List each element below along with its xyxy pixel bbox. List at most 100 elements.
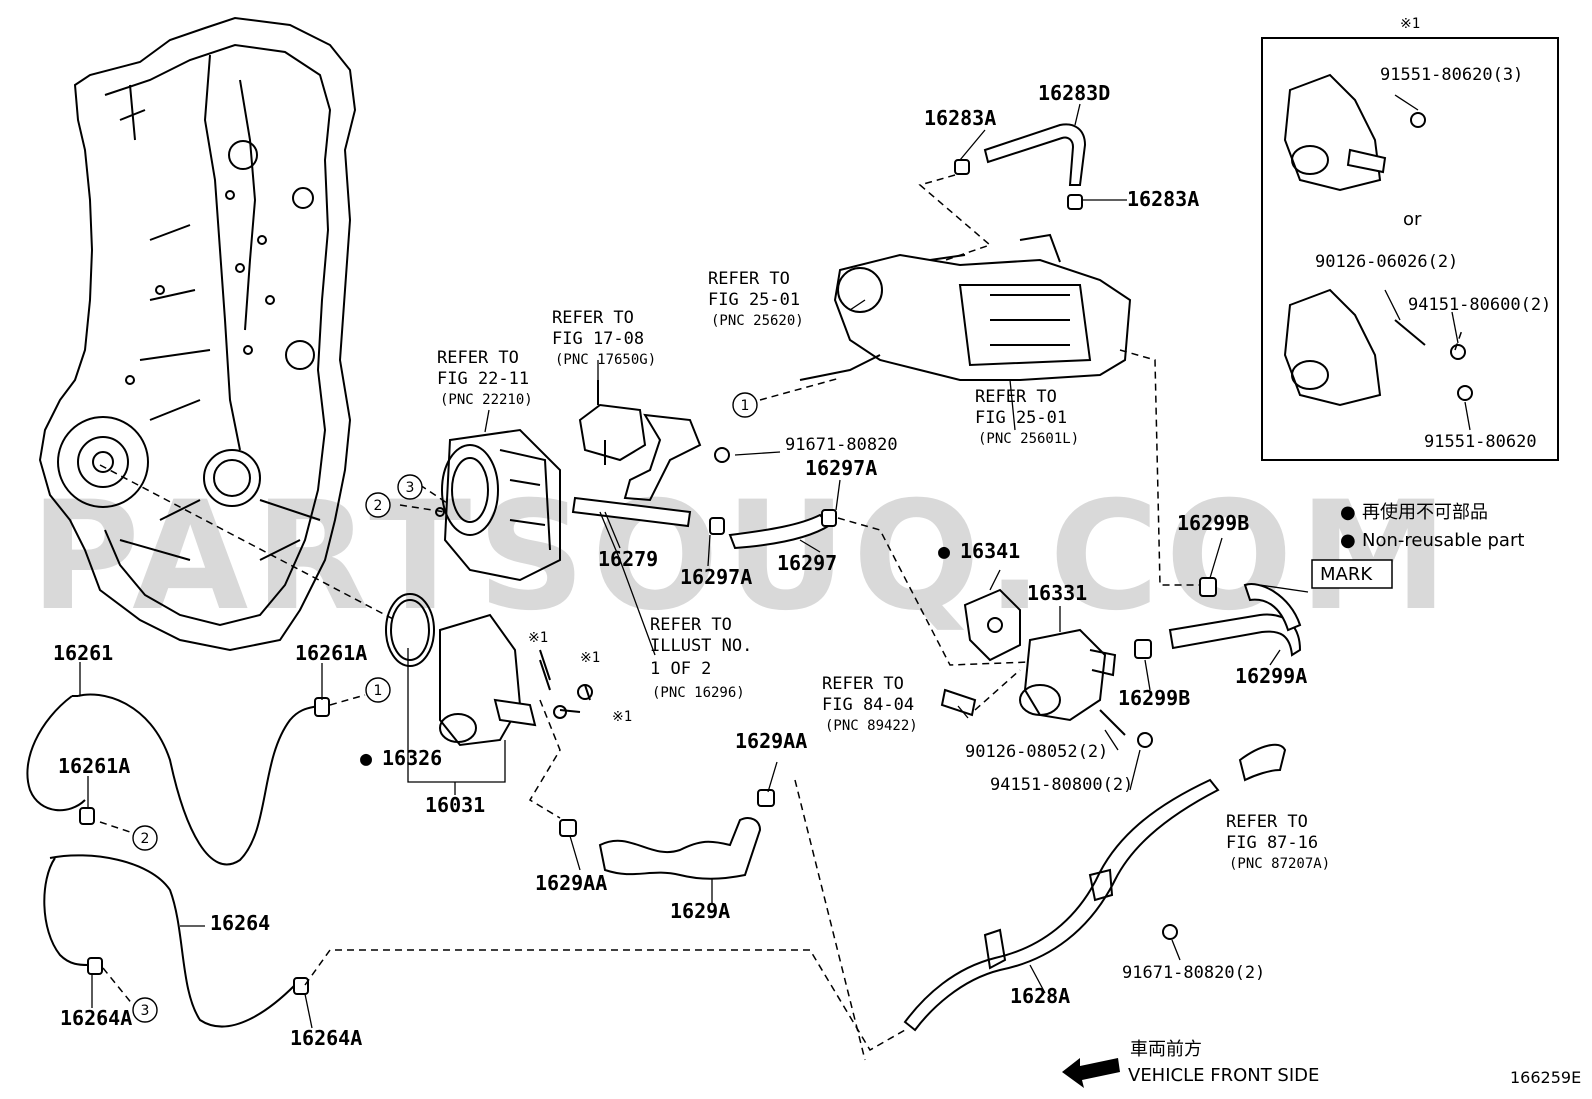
gasket-16326-drawing bbox=[385, 593, 435, 667]
part-label-16264A-left[interactable]: 16264A bbox=[60, 1006, 132, 1030]
water-pipe-1628A-drawing bbox=[903, 743, 1287, 1032]
arrow-left-icon bbox=[1062, 1058, 1120, 1088]
dashed-connection-lines bbox=[99, 174, 1463, 1061]
part-label-16283A-top[interactable]: 16283A bbox=[924, 106, 996, 130]
clamp-drawings bbox=[79, 697, 330, 995]
part-label-1628A[interactable]: 1628A bbox=[1010, 984, 1070, 1008]
svg-text:(PNC 22210): (PNC 22210) bbox=[440, 392, 533, 408]
hose-16297-drawing bbox=[709, 509, 837, 550]
part-label-16264[interactable]: 16264 bbox=[210, 911, 270, 935]
svg-text:ILLUST NO.: ILLUST NO. bbox=[650, 636, 752, 656]
part-label-16283A-right[interactable]: 16283A bbox=[1127, 187, 1199, 211]
legend-bullet-en: ● bbox=[1340, 530, 1356, 551]
water-inlet-16031-drawing bbox=[439, 613, 591, 747]
svg-text:2: 2 bbox=[141, 831, 150, 847]
circle-ref-2a: 2 bbox=[365, 492, 391, 518]
hose-16299A-drawing bbox=[1134, 577, 1302, 659]
legend-en-text: Non-reusable part bbox=[1362, 530, 1524, 551]
part-label-16297A-bottom[interactable]: 16297A bbox=[680, 565, 752, 589]
svg-text:FIG 25-01: FIG 25-01 bbox=[708, 290, 800, 310]
part-label-1629AA-bottom[interactable]: 1629AA bbox=[535, 871, 607, 895]
mark-label: MARK bbox=[1320, 564, 1373, 585]
part-label-90126-06026[interactable]: 90126-06026(2) bbox=[1315, 252, 1458, 272]
svg-text:FIG 25-01: FIG 25-01 bbox=[975, 408, 1067, 428]
refer-illust-no-1[interactable]: REFER TO ILLUST NO. 1 OF 2 (PNC 16296) bbox=[650, 615, 752, 701]
circle-ref-1b: 1 bbox=[365, 677, 391, 703]
part-label-91671-80820-2[interactable]: 91671-80820(2) bbox=[1122, 963, 1265, 983]
gasket-16341-drawing bbox=[963, 588, 1021, 662]
part-label-91551-80620[interactable]: 91551-80620 bbox=[1424, 432, 1537, 452]
timing-chain-cover-drawing bbox=[38, 16, 357, 652]
part-label-16279[interactable]: 16279 bbox=[598, 547, 658, 571]
circle-ref-2b: 2 bbox=[132, 825, 158, 851]
or-text: or bbox=[1403, 209, 1422, 230]
legend: ● 再使用不可部品 ● Non-reusable part MARK bbox=[1311, 502, 1524, 589]
part-label-16283D[interactable]: 16283D bbox=[1038, 81, 1110, 105]
part-label-16299A[interactable]: 16299A bbox=[1235, 664, 1307, 688]
inset-box-title: ※1 bbox=[1400, 16, 1420, 32]
refer-fig-84-04[interactable]: REFER TO FIG 84-04 (PNC 89422) bbox=[822, 674, 918, 734]
refer-fig-22-11[interactable]: REFER TO FIG 22-11 (PNC 22210) bbox=[437, 348, 533, 408]
svg-text:FIG 22-11: FIG 22-11 bbox=[437, 369, 529, 389]
svg-text:2: 2 bbox=[374, 498, 383, 514]
svg-text:REFER TO: REFER TO bbox=[437, 348, 519, 368]
hose-1629A-drawing bbox=[559, 789, 775, 880]
part-label-16264A-right[interactable]: 16264A bbox=[290, 1026, 362, 1050]
svg-text:1: 1 bbox=[374, 683, 383, 699]
part-label-16297[interactable]: 16297 bbox=[777, 551, 837, 575]
part-label-16326[interactable]: 16326 bbox=[382, 746, 442, 770]
hose-16264-drawing bbox=[43, 854, 296, 1028]
part-label-91671-80820[interactable]: 91671-80820 bbox=[785, 435, 898, 455]
circle-ref-1a: 1 bbox=[732, 392, 758, 418]
refer-fig-17-08[interactable]: REFER TO FIG 17-08 (PNC 17650G) bbox=[552, 308, 656, 368]
svg-text:(PNC 17650G): (PNC 17650G) bbox=[555, 352, 656, 368]
non-reusable-bullet: ● bbox=[938, 539, 950, 563]
svg-text:REFER TO: REFER TO bbox=[650, 615, 732, 635]
part-label-16297A-top[interactable]: 16297A bbox=[805, 456, 877, 480]
legend-bullet-jp: ● bbox=[1340, 502, 1356, 523]
legend-jp-text: 再使用不可部品 bbox=[1362, 502, 1488, 523]
part-label-16341[interactable]: 16341 bbox=[960, 539, 1020, 563]
svg-text:(PNC 25601L): (PNC 25601L) bbox=[978, 431, 1079, 447]
non-reusable-bullet: ● bbox=[360, 746, 372, 770]
part-label-94151-80800[interactable]: 94151-80800(2) bbox=[990, 775, 1133, 795]
svg-text:REFER TO: REFER TO bbox=[708, 269, 790, 289]
note-mark-2: ※1 bbox=[580, 650, 600, 666]
part-label-16261A-bottom[interactable]: 16261A bbox=[58, 754, 130, 778]
svg-text:FIG 87-16: FIG 87-16 bbox=[1226, 833, 1318, 853]
thermostat-housing-drawing bbox=[1019, 628, 1117, 722]
refer-fig-25-01-pnc-25620[interactable]: REFER TO FIG 25-01 (PNC 25620) bbox=[708, 269, 804, 329]
hose-16261-drawing bbox=[26, 693, 319, 866]
refer-fig-25-01-pnc-25601L[interactable]: REFER TO FIG 25-01 (PNC 25601L) bbox=[975, 387, 1079, 447]
throttle-body-drawing bbox=[435, 428, 561, 582]
part-label-91551-80620-3[interactable]: 91551-80620(3) bbox=[1380, 65, 1523, 85]
part-label-16261[interactable]: 16261 bbox=[53, 641, 113, 665]
egr-cooler-drawing bbox=[799, 233, 1132, 381]
hose-16283D-drawing bbox=[954, 123, 1087, 210]
note-mark-1: ※1 bbox=[528, 630, 548, 646]
figure-id: 166259E bbox=[1510, 1068, 1581, 1087]
part-label-94151-80600[interactable]: 94151-80600(2) bbox=[1408, 295, 1551, 315]
part-label-16299B-top[interactable]: 16299B bbox=[1177, 511, 1249, 535]
svg-text:(PNC 89422): (PNC 89422) bbox=[825, 718, 918, 734]
part-label-1629A[interactable]: 1629A bbox=[670, 899, 730, 923]
note-mark-3: ※1 bbox=[612, 709, 632, 725]
part-label-16331[interactable]: 16331 bbox=[1027, 581, 1087, 605]
part-label-1629AA-top[interactable]: 1629AA bbox=[735, 729, 807, 753]
svg-text:(PNC 87207A): (PNC 87207A) bbox=[1229, 856, 1330, 872]
refer-fig-87-16[interactable]: REFER TO FIG 87-16 (PNC 87207A) bbox=[1226, 812, 1330, 872]
part-label-16261A-top[interactable]: 16261A bbox=[295, 641, 367, 665]
part-label-16031[interactable]: 16031 bbox=[425, 793, 485, 817]
svg-text:REFER TO: REFER TO bbox=[1226, 812, 1308, 832]
bracket-16279-drawing bbox=[571, 413, 730, 528]
sensor-drawing bbox=[578, 380, 647, 465]
svg-text:(PNC 25620): (PNC 25620) bbox=[711, 313, 804, 329]
direction-jp: 車両前方 bbox=[1130, 1039, 1202, 1060]
svg-text:FIG 84-04: FIG 84-04 bbox=[822, 695, 914, 715]
sensor-89422-drawing bbox=[940, 688, 977, 717]
part-label-90126-08052[interactable]: 90126-08052(2) bbox=[965, 742, 1108, 762]
part-label-16299B-bottom[interactable]: 16299B bbox=[1118, 686, 1190, 710]
inset-box bbox=[1261, 37, 1559, 461]
stud-and-nut-drawings bbox=[539, 659, 1178, 940]
